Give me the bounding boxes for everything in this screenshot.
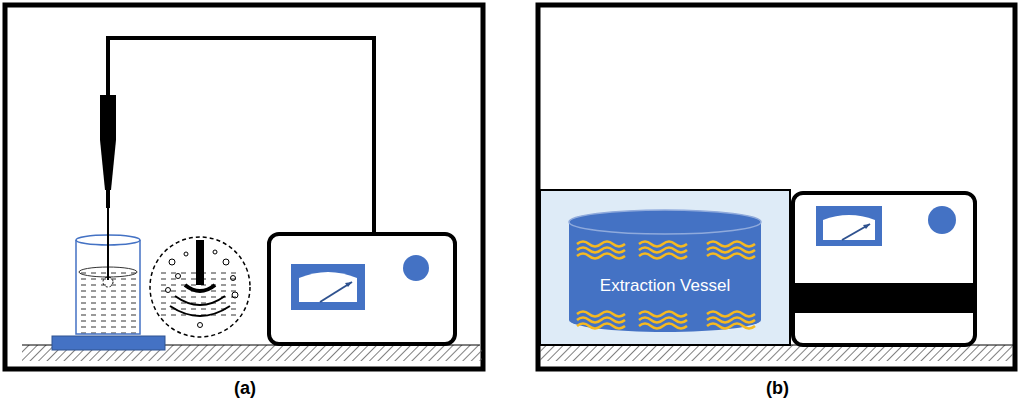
- vessel-label: Extraction Vessel: [600, 276, 730, 296]
- panel-b: [538, 5, 1015, 369]
- extraction-vessel: Extraction Vessel: [567, 208, 763, 334]
- cylinder-shape: [567, 208, 763, 334]
- panel-label: (a): [234, 378, 256, 399]
- panel-a: [5, 5, 483, 369]
- panel-label: (b): [766, 378, 789, 399]
